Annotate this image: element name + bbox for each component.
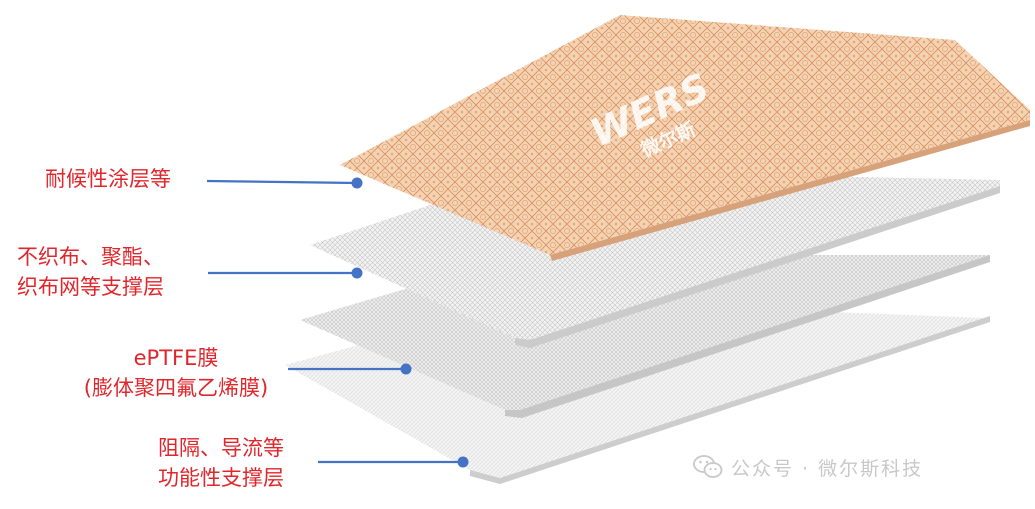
label-line: 不织布、聚酯、: [17, 245, 164, 269]
label-line: ePTFE膜: [133, 346, 219, 370]
label-line: 耐候性涂层等: [45, 167, 171, 191]
label-eptfe-membrane: ePTFE膜 (膨体聚四氟乙烯膜): [62, 343, 290, 403]
connector-functional-support: [318, 456, 469, 468]
label-weather-coating: 耐候性涂层等: [45, 164, 171, 194]
wechat-icon: [693, 455, 723, 478]
watermark: 公众号 · 微尔斯科技: [693, 452, 923, 482]
label-line: 阻隔、导流等: [158, 436, 284, 460]
label-line: (膨体聚四氟乙烯膜): [83, 376, 269, 400]
connector-weather-coating: [206, 177, 363, 189]
watermark-text: 公众号 · 微尔斯科技: [731, 457, 924, 480]
label-line: 织布网等支撑层: [17, 275, 164, 299]
layer-weather-coating: [340, 15, 1030, 261]
label-line: 功能性支撑层: [158, 466, 284, 490]
label-nonwoven-support: 不织布、聚酯、 织布网等支撑层: [17, 242, 164, 302]
connector-nonwoven-support: [208, 267, 363, 279]
label-functional-support: 阻隔、导流等 功能性支撑层: [158, 433, 284, 493]
connector-eptfe-membrane: [288, 363, 412, 375]
